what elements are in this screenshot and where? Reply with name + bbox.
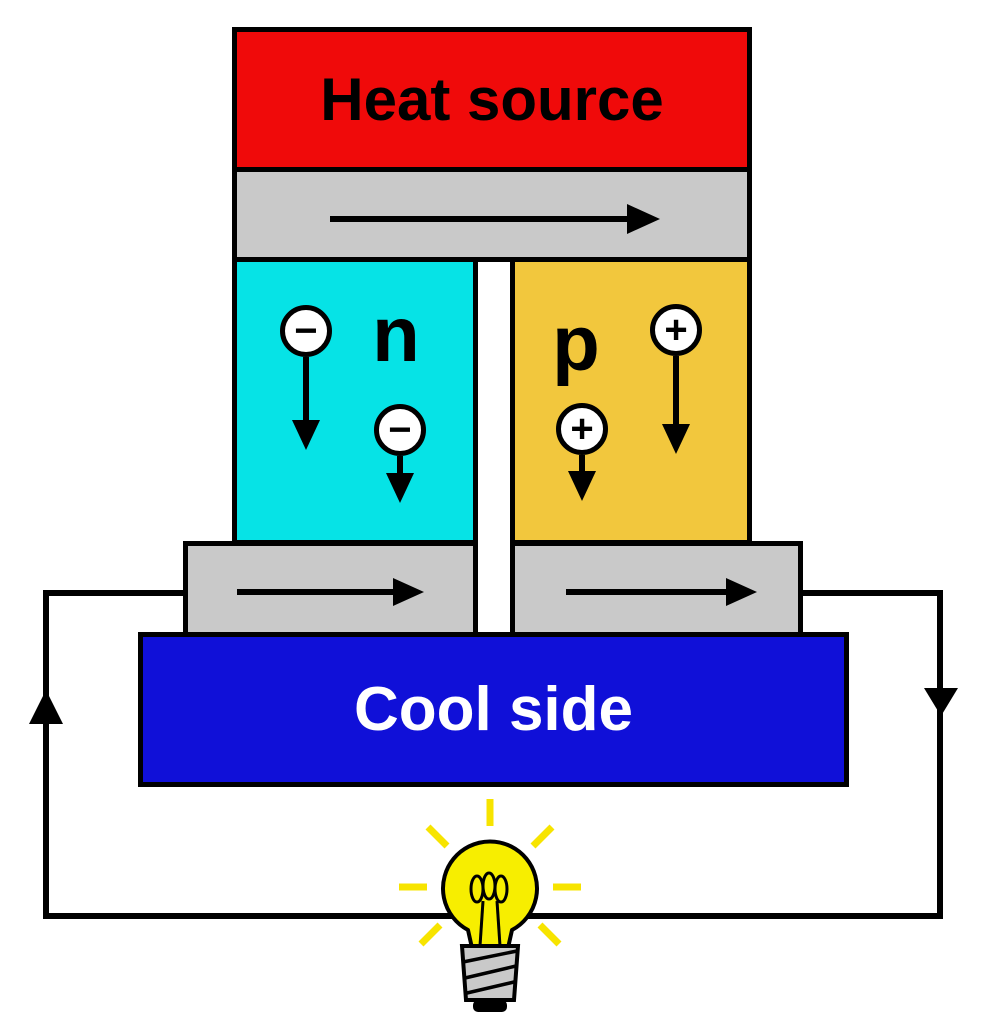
bottom-conductor-left: [183, 541, 478, 637]
current-arrow-down-icon: [924, 688, 958, 716]
p-type-block: p + +: [510, 257, 752, 545]
heat-source-label: Heat source: [320, 66, 664, 133]
heat-source-box: Heat source: [232, 27, 752, 172]
p-type-label: p: [552, 299, 600, 387]
bulb-tip: [473, 1000, 507, 1012]
cool-side-box: Cool side: [138, 632, 849, 787]
bulb-rays-icon: [399, 799, 581, 947]
hole-carrier: +: [556, 403, 608, 455]
bottom-conductor-right: [510, 541, 803, 637]
top-conductor: [232, 167, 752, 262]
bulb-glass: [441, 839, 539, 950]
hole-symbol: +: [570, 407, 594, 451]
n-type-block: n − −: [232, 257, 478, 545]
electron-carrier: −: [280, 305, 332, 357]
electron-symbol: −: [388, 408, 412, 452]
n-type-label: n: [372, 290, 420, 378]
hole-carrier: +: [650, 304, 702, 356]
electron-carrier: −: [374, 404, 426, 456]
bulb-base-ridges: [462, 949, 518, 995]
cool-side-label: Cool side: [353, 675, 634, 744]
bulb-base: [459, 944, 521, 1002]
hole-symbol: +: [664, 308, 688, 352]
current-arrow-up-icon: [29, 690, 63, 724]
electron-symbol: −: [294, 309, 318, 353]
bulb-filament: [469, 871, 509, 947]
light-bulb-icon: [399, 799, 581, 1012]
